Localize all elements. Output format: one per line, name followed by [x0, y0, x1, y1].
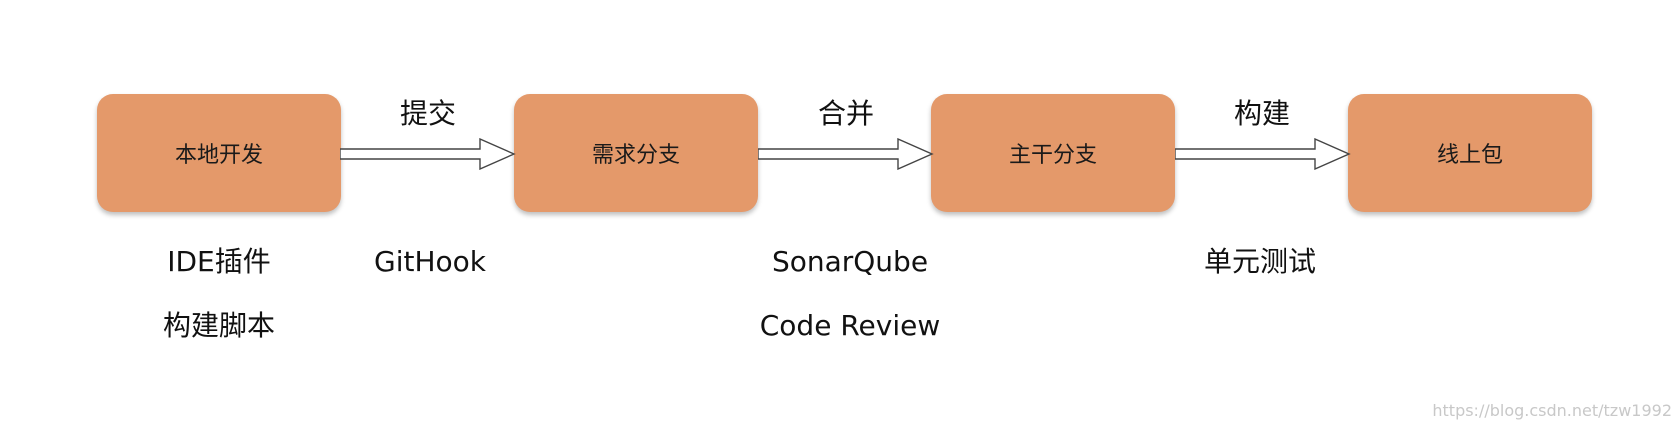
note-code-review: Code Review	[759, 309, 941, 342]
note-githook: GitHook	[374, 245, 486, 278]
arrow-right-icon	[340, 138, 516, 170]
node-local-dev: 本地开发	[97, 94, 341, 212]
arrow-right-icon	[758, 138, 934, 170]
edge-label-build: 构建	[1233, 97, 1290, 130]
node-label: 线上包	[1436, 143, 1503, 168]
node-feature-branch: 需求分支	[514, 94, 758, 212]
note-build-script: 构建脚本	[162, 309, 275, 342]
node-label: 本地开发	[174, 143, 263, 168]
note-unit-test: 单元测试	[1203, 245, 1316, 278]
note-ide-plugin: IDE插件	[167, 245, 271, 278]
watermark: https://blog.csdn.net/tzw1992	[1432, 401, 1672, 420]
node-label: 主干分支	[1008, 143, 1097, 168]
edge-label-merge: 合并	[817, 97, 874, 130]
node-label: 需求分支	[591, 143, 680, 168]
node-release-package: 线上包	[1348, 94, 1592, 212]
node-trunk-branch: 主干分支	[931, 94, 1175, 212]
arrow-right-icon	[1175, 138, 1351, 170]
edge-label-commit: 提交	[399, 97, 456, 130]
note-sonarqube: SonarQube	[771, 245, 929, 278]
